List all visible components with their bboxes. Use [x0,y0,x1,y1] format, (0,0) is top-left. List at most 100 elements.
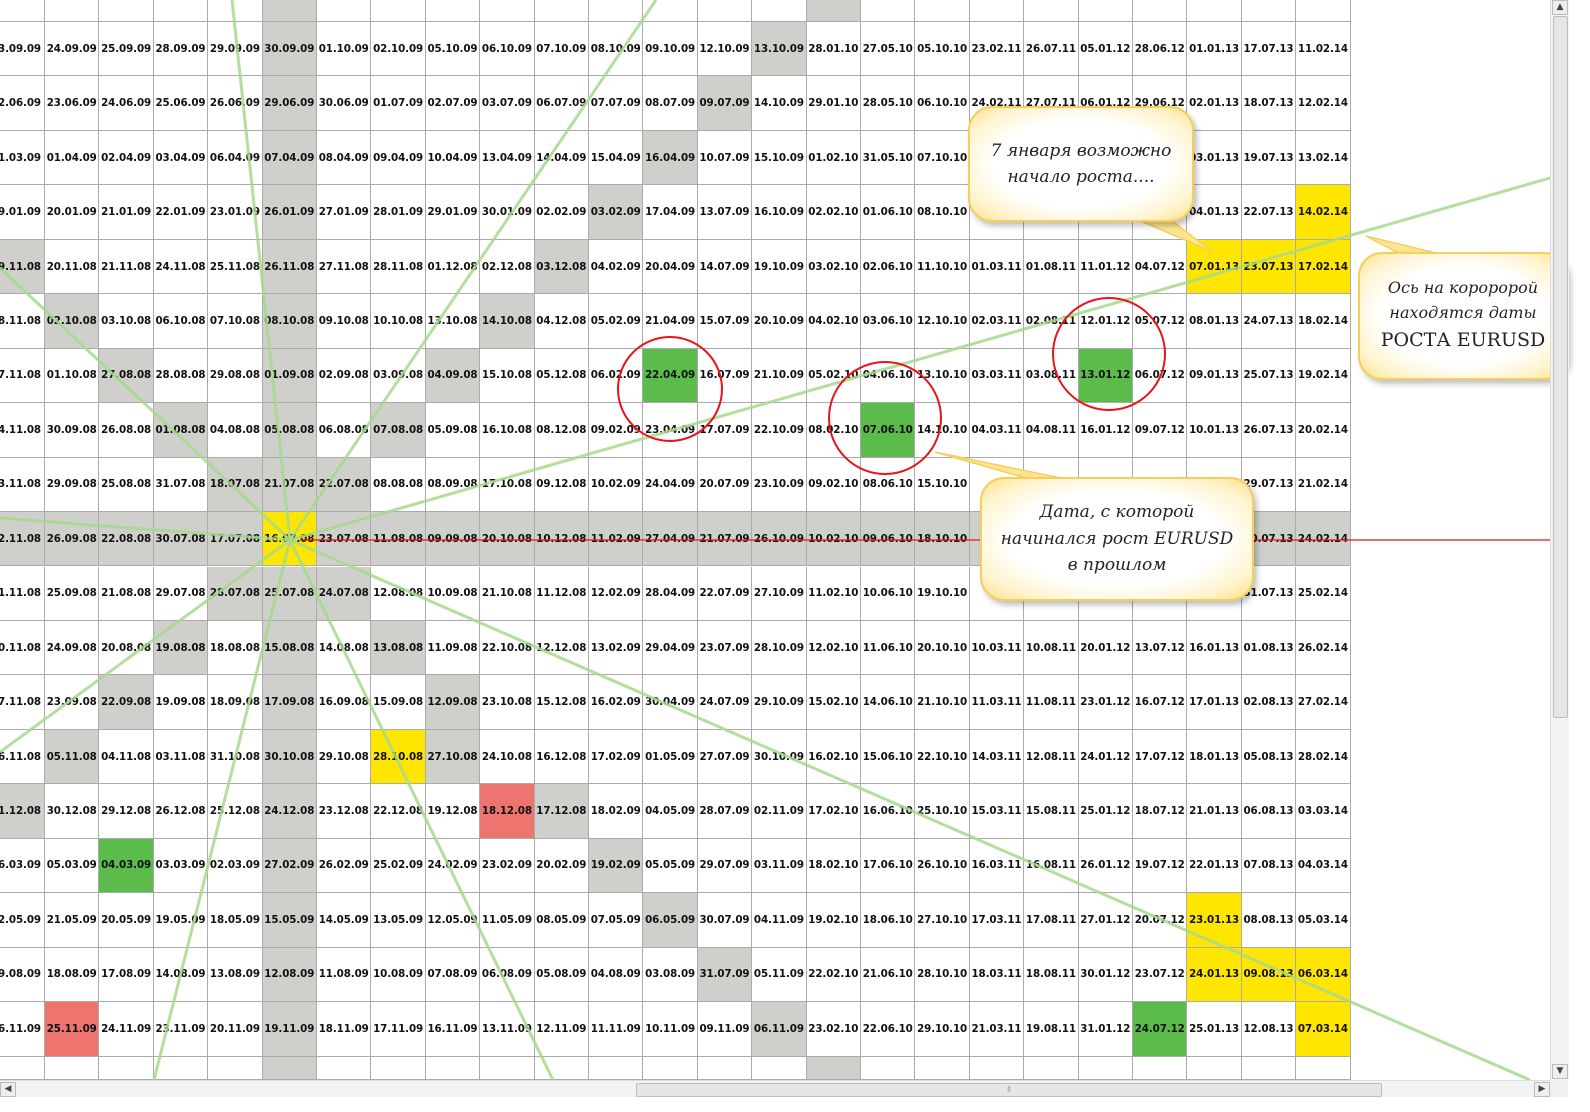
grid-cell-date[interactable]: 18.05.09 [208,893,263,948]
grid-cell-date[interactable]: 06.10.09 [480,22,535,77]
grid-cell-date[interactable]: 19.11.09 [262,1002,317,1057]
grid-cell-date[interactable]: 25.09.09 [99,22,154,77]
grid-cell-date[interactable]: 11.08.09 [317,947,372,1003]
grid-cell-date[interactable]: 12.02.09 [589,566,644,621]
grid-cell-date[interactable]: 28.04.09 [643,566,698,621]
grid-cell-partial[interactable] [480,0,535,22]
grid-cell-date[interactable]: 25.06.09 [153,76,209,131]
grid-cell-date[interactable]: 15.09.08 [371,675,426,730]
grid-cell-date[interactable]: 02.03.09 [208,838,263,894]
grid-cell-date[interactable]: 27.04.09 [643,512,698,567]
grid-cell-date[interactable]: 13.01.12 [1078,348,1133,404]
grid-cell-date[interactable]: 17.11.09 [371,1002,426,1057]
grid-cell-date[interactable]: 20.02.09 [534,838,589,894]
grid-cell-date[interactable]: 03.02.09 [589,185,644,240]
grid-cell-partial[interactable] [1241,0,1297,22]
grid-cell-date[interactable]: 17.10.08 [480,457,535,513]
grid-cell-date[interactable]: 6.11.09 [0,1002,45,1057]
grid-cell-date[interactable]: 24.12.08 [262,784,317,839]
grid-cell-date[interactable]: 31.10.08 [208,729,263,785]
grid-cell-date[interactable]: 19.10.10 [915,566,970,621]
grid-cell-date[interactable]: 16.08.11 [1024,838,1079,894]
grid-cell-date[interactable]: 22.12.08 [371,784,426,839]
grid-cell-date[interactable]: 15.04.09 [589,130,644,186]
grid-cell-date[interactable]: 10.09.08 [425,566,481,621]
grid-cell-date[interactable]: 01.08.13 [1241,620,1297,676]
grid-cell-date[interactable]: 03.01.13 [1187,130,1242,186]
grid-cell-date[interactable]: 25.11.08 [208,239,263,295]
grid-cell-date[interactable]: 10.04.09 [425,130,481,186]
grid-cell-partial[interactable] [425,1056,481,1080]
grid-cell-date[interactable]: 26.11.08 [262,239,317,295]
grid-cell-date[interactable]: 23.12.08 [317,784,372,839]
grid-cell-date[interactable]: 13.04.09 [480,130,535,186]
grid-cell-date[interactable]: 26.02.14 [1296,620,1351,676]
vertical-scrollbar[interactable]: ▲ ▼ [1550,0,1569,1080]
grid-cell-date[interactable]: 19.08.11 [1024,1002,1079,1057]
grid-cell-partial[interactable] [480,1056,535,1080]
grid-cell-date[interactable]: 3.09.09 [0,22,45,77]
grid-cell-date[interactable]: 13.08.09 [208,947,263,1003]
grid-cell-partial[interactable] [697,0,753,22]
grid-cell-partial[interactable] [589,1056,644,1080]
grid-cell-date[interactable]: 02.07.09 [425,76,481,131]
grid-cell-date[interactable]: 20.10.10 [915,620,970,676]
grid-cell-date[interactable]: 11.08.11 [1024,675,1079,730]
grid-cell-partial[interactable] [153,0,209,22]
grid-cell-date[interactable]: 02.10.09 [371,22,426,77]
grid-cell-date[interactable]: 21.01.13 [1187,784,1242,839]
grid-cell-date[interactable]: 17.02.14 [1296,239,1351,295]
grid-cell-date[interactable]: 30.01.12 [1078,947,1133,1003]
grid-cell-date[interactable]: 17.09.08 [262,675,317,730]
grid-cell-partial[interactable] [317,1056,372,1080]
grid-cell-date[interactable]: 06.11.09 [752,1002,807,1057]
grid-cell-date[interactable]: 27.10.08 [425,729,481,785]
grid-cell-date[interactable]: 07.03.14 [1296,1002,1351,1057]
grid-cell-date[interactable]: 03.12.08 [534,239,589,295]
grid-cell-partial[interactable] [0,0,45,22]
grid-cell-date[interactable]: 28.06.12 [1133,22,1188,77]
grid-cell-date[interactable]: 12.02.10 [806,620,861,676]
grid-cell-date[interactable]: 19.09.08 [153,675,209,730]
grid-cell-date[interactable]: 16.10.09 [752,185,807,240]
grid-cell-date[interactable]: 21.07.09 [697,512,753,567]
grid-cell-date[interactable]: 13.10.08 [425,294,481,349]
grid-cell-date[interactable]: 16.03.11 [969,838,1025,894]
grid-cell-date[interactable]: 13.07.12 [1133,620,1188,676]
grid-cell-date[interactable]: 26.10.10 [915,838,970,894]
grid-cell-partial[interactable] [806,1056,861,1080]
grid-cell-date[interactable]: 26.01.12 [1078,838,1133,894]
grid-cell-date[interactable]: 08.08.08 [371,457,426,513]
grid-cell-partial[interactable] [1296,1056,1351,1080]
grid-cell-date[interactable]: 01.07.09 [371,76,426,131]
grid-cell-date[interactable]: 24.07.12 [1133,1002,1188,1057]
grid-cell-date[interactable]: 14.03.11 [969,729,1025,785]
grid-cell-date[interactable]: 30.09.09 [262,22,317,77]
grid-cell-date[interactable]: 7.11.08 [0,675,45,730]
grid-cell-date[interactable]: 07.10.09 [534,22,589,77]
grid-cell-date[interactable]: 09.02.10 [806,457,861,513]
grid-cell-date[interactable]: 11.02.09 [589,512,644,567]
grid-cell-partial[interactable] [371,1056,426,1080]
grid-cell-date[interactable]: 15.08.11 [1024,784,1079,839]
grid-cell-date[interactable]: 6.11.08 [0,729,45,785]
grid-cell-date[interactable]: 24.11.08 [153,239,209,295]
grid-cell-date[interactable]: 11.12.08 [534,566,589,621]
grid-cell-date[interactable]: 05.02.09 [589,294,644,349]
grid-cell-date[interactable]: 12.08.09 [262,947,317,1003]
grid-cell-date[interactable]: 28.10.08 [371,729,426,785]
grid-cell-date[interactable]: 02.02.10 [806,185,861,240]
grid-cell-date[interactable]: 21.05.09 [45,893,100,948]
grid-cell-date[interactable]: 15.08.08 [262,620,317,676]
grid-cell-date[interactable]: 18.08.11 [1024,947,1079,1003]
scroll-left-button[interactable]: ◀ [0,1082,16,1097]
grid-cell-partial[interactable] [99,0,154,22]
grid-cell-date[interactable]: 04.11.08 [99,729,154,785]
grid-cell-date[interactable]: 24.07.09 [697,675,753,730]
grid-cell-date[interactable]: 26.09.08 [45,512,100,567]
grid-cell-date[interactable]: 04.08.11 [1024,403,1079,458]
grid-cell-date[interactable]: 31.05.10 [861,130,916,186]
grid-cell-date[interactable]: 16.07.08 [262,512,317,567]
grid-cell-date[interactable]: 17.07.08 [208,512,263,567]
grid-cell-partial[interactable] [208,1056,263,1080]
